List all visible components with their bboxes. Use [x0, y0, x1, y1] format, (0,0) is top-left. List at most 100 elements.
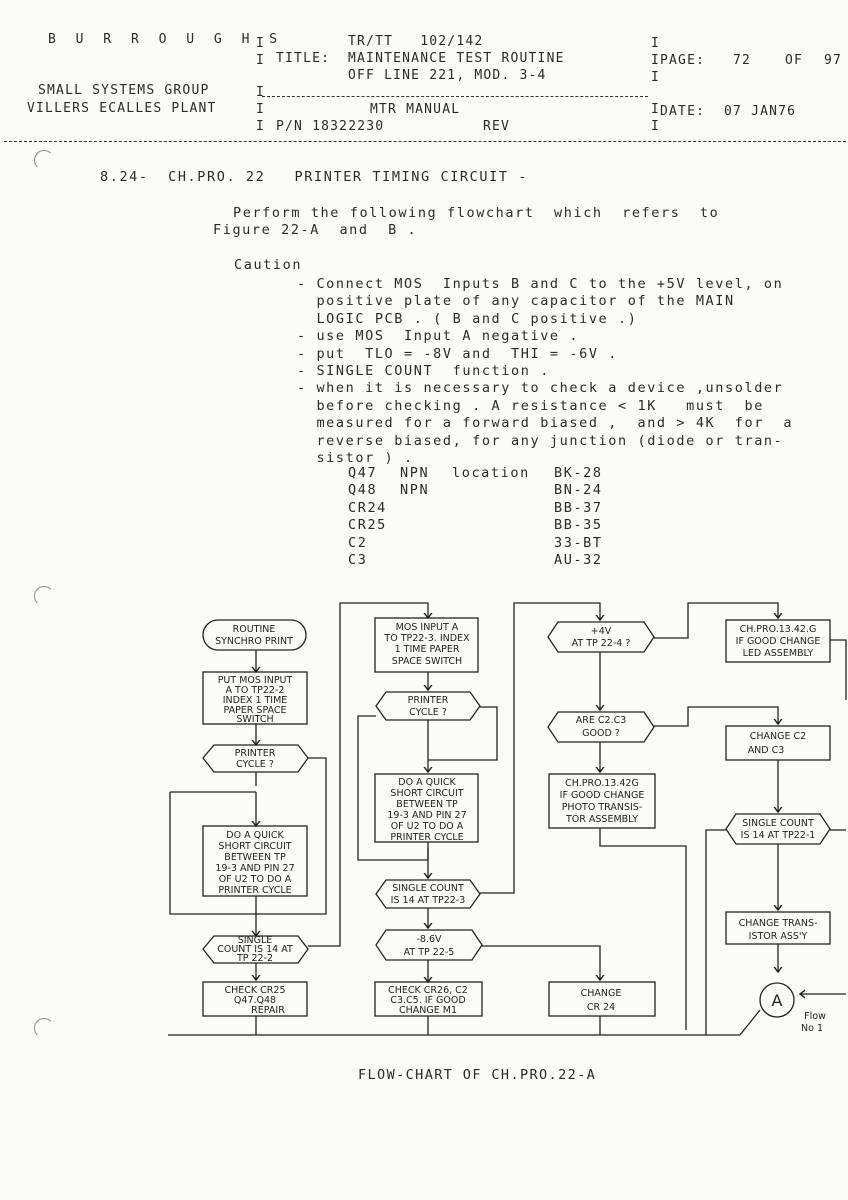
fc-label: 19-3 AND PIN 27	[387, 810, 466, 821]
header-rule	[262, 96, 648, 97]
fc-label: ROUTINE	[233, 624, 276, 635]
single-count-decision-2	[375, 879, 481, 909]
caution-item-line: measured for a forward biased , and > 4K…	[297, 415, 794, 432]
chpro-led-box	[725, 619, 831, 663]
fc-label: SINGLE	[238, 935, 273, 946]
header-divider: I	[256, 85, 264, 100]
fc-label: OF U2 TO DO A	[219, 874, 292, 885]
fc-label: A TO TP22-2	[226, 685, 285, 696]
fc-label: IS 14 AT TP22-3	[391, 895, 466, 906]
fc-label: GOOD ?	[582, 728, 620, 739]
location-location: BK-28	[554, 465, 603, 481]
fc-label: CH.PRO.13.42.G	[740, 624, 817, 635]
short-circuit-box-2	[374, 773, 479, 843]
chpro-photo-box	[548, 773, 656, 829]
printer-cycle-decision-2	[375, 691, 481, 721]
location-component: Q48	[348, 482, 378, 499]
header-divider: I	[651, 119, 659, 134]
location-type: NPN	[400, 465, 430, 481]
caution-item-line: reverse biased, for any junction (diode …	[297, 432, 784, 449]
fc-label: SINGLE COUNT	[392, 883, 464, 894]
location-type: NPN	[400, 482, 430, 499]
location-location: BN-24	[554, 482, 603, 499]
header-bottom-rule	[4, 141, 846, 142]
revision-label: REV	[483, 119, 511, 134]
fc-label: PUT MOS INPUT	[218, 675, 293, 686]
caution-item-line: - put TLO = -8V and THI = -6V .	[297, 345, 619, 362]
voltage-decision-2	[375, 929, 483, 961]
fc-label: SYNCHRO PRINT	[215, 636, 293, 647]
page-number: 72	[733, 53, 752, 68]
part-number: P/N 18322230	[276, 119, 385, 134]
fc-label: CYCLE ?	[409, 707, 447, 718]
caution-item-line: - Connect MOS Inputs B and C to the +5V …	[297, 276, 784, 292]
fc-label: PRINTER	[235, 748, 276, 759]
fc-label: ISTOR ASS'Y	[749, 931, 808, 942]
fc-label: CHANGE TRANS-	[739, 918, 818, 929]
flowchart-caption: FLOW-CHART OF CH.PRO.22-A	[358, 1067, 597, 1083]
header-divider: I	[651, 53, 659, 68]
location-component: C2	[348, 534, 368, 551]
location-label: location	[452, 465, 530, 481]
location-location: BB-35	[554, 517, 603, 534]
voltage-decision-3	[547, 621, 655, 653]
company-name: B U R R O U G H S	[48, 32, 284, 47]
fc-label: AND C3	[748, 745, 785, 756]
check-cr26-box	[374, 981, 483, 1017]
single-count-decision-4	[725, 813, 831, 845]
fc-label: DO A QUICK	[398, 777, 456, 788]
fc-label: BETWEEN TP	[224, 852, 286, 863]
location-location: AU-32	[554, 552, 603, 568]
page-total: 97	[824, 53, 843, 68]
connector-a-label: A	[772, 991, 783, 1010]
punch-hole	[34, 1018, 54, 1038]
punch-hole	[34, 150, 54, 170]
caution-item-line: LOGIC PCB . ( B and C positive .)	[297, 310, 638, 327]
fc-label: OF U2 TO DO A	[391, 821, 464, 832]
mos-input-box	[374, 617, 479, 673]
fc-label: PRINTER CYCLE	[390, 832, 463, 843]
flowchart-labels: ROUTINE SYNCHRO PRINT PUT MOS INPUT A TO…	[215, 622, 826, 1034]
header-divider: I	[651, 102, 659, 117]
fc-label: CH.PRO.13.42G	[565, 778, 639, 789]
fc-label: IS 14 AT TP22-1	[741, 830, 816, 841]
fc-label: SWITCH	[236, 714, 273, 725]
fc-label: 19-3 AND PIN 27	[215, 863, 294, 874]
fc-label: CHANGE M1	[399, 1005, 457, 1016]
caution-item-line: before checking . A resistance < 1K must…	[297, 397, 764, 414]
header-divider: I	[256, 119, 264, 134]
page-label: PAGE:	[660, 53, 706, 68]
date-value: 07 JAN76	[724, 104, 797, 119]
punch-hole	[34, 586, 54, 606]
location-location: 33-BT	[554, 534, 603, 551]
fc-label: SINGLE COUNT	[742, 818, 814, 829]
fc-label: C3.C5. IF GOOD	[390, 995, 465, 1006]
header-divider: I	[256, 36, 264, 51]
fc-label: 1 TIME PAPER	[395, 644, 460, 655]
fc-label: REPAIR	[251, 1005, 285, 1016]
fc-label: -8.6V	[416, 934, 442, 945]
are-good-decision	[547, 711, 655, 743]
fc-label: CHANGE	[581, 988, 622, 999]
location-location: BB-37	[554, 499, 603, 516]
header-divider: I	[651, 36, 659, 51]
flow-lines	[168, 602, 847, 1036]
fc-label: TO TP22-3. INDEX	[383, 633, 470, 644]
location-component: CR24	[348, 499, 387, 516]
fc-label: SHORT CIRCUIT	[218, 841, 291, 852]
fc-label: SPACE SWITCH	[392, 656, 462, 667]
change-cr24-box	[548, 981, 656, 1017]
single-count-decision	[202, 935, 309, 964]
doc-reference: TR/TT 102/142	[348, 34, 484, 49]
intro-line: Figure 22-A and B .	[213, 222, 418, 238]
change-transistor-box	[725, 911, 831, 945]
caution-item-line: - SINGLE COUNT function .	[297, 363, 550, 379]
change-c2-box	[725, 725, 831, 761]
date-label: DATE:	[660, 104, 706, 119]
caution-item-line: - use MOS Input A negative .	[297, 328, 580, 345]
fc-label: ARE C2.C3	[576, 715, 627, 726]
fc-label: CHECK CR25	[225, 985, 286, 996]
fc-label: IF GOOD CHANGE	[560, 790, 645, 801]
